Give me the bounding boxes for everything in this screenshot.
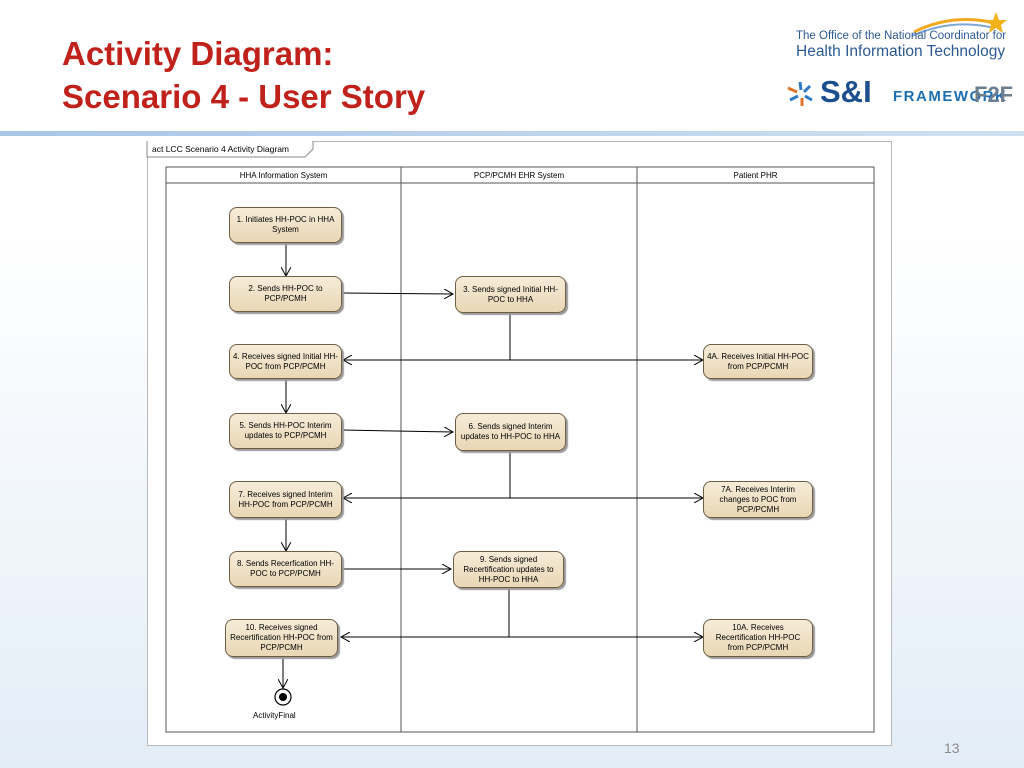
activity-node-9: 9. Sends signed Recertification updates …: [453, 551, 564, 588]
activity-node-7: 7. Receives signed Interim HH-POC from P…: [229, 481, 342, 518]
activity-node-4a: 4A. Receives Initial HH-POC from PCP/PCM…: [703, 344, 813, 379]
activity-node-6: 6. Sends signed Interim updates to HH-PO…: [455, 413, 566, 451]
activity-final-label: ActivityFinal: [253, 711, 296, 720]
activity-node-10a: 10A. Receives Recertification HH-POC fro…: [703, 619, 813, 657]
onc-logo-line2: Health Information Technology: [796, 43, 1006, 60]
lane-header-phr: Patient PHR: [733, 171, 778, 180]
frame-label: act LCC Scenario 4 Activity Diagram: [152, 144, 289, 154]
activity-node-3: 3. Sends signed Initial HH-POC to HHA: [455, 276, 566, 313]
slide-title-line1: Activity Diagram:: [62, 35, 334, 72]
si-framework-logo: S&I FRAMEWORK F2F: [784, 74, 1020, 114]
frame-tab: [146, 141, 314, 158]
flow-2-to-3: [341, 293, 453, 294]
activity-node-10: 10. Receives signed Recertification HH-P…: [225, 619, 338, 657]
onc-logo: The Office of the National Coordinator f…: [794, 10, 1014, 66]
framework-logo-text: FRAMEWORK: [893, 88, 1008, 105]
page-number: 13: [944, 740, 960, 756]
title-divider: [0, 131, 1024, 136]
activity-node-2: 2. Sends HH-POC to PCP/PCMH: [229, 276, 342, 312]
flow-5-to-6: [341, 430, 453, 432]
lane-header-hha: HHA Information System: [239, 171, 328, 180]
si-logo-text: S&I: [820, 74, 872, 109]
lane-header-pcp: PCP/PCMH EHR System: [473, 171, 565, 180]
activity-node-8: 8. Sends Recerfication HH-POC to PCP/PCM…: [229, 551, 342, 587]
activity-node-5: 5. Sends HH-POC Interim updates to PCP/P…: [229, 413, 342, 449]
slide-title: Activity Diagram: Scenario 4 - User Stor…: [62, 32, 425, 118]
swimlane-grid: [165, 166, 875, 733]
arrows-burst-icon: [787, 81, 813, 106]
slide-title-line2: Scenario 4 - User Story: [62, 78, 426, 115]
activity-node-7a: 7A. Receives Interim changes to POC from…: [703, 481, 813, 518]
activity-node-4: 4. Receives signed Initial HH-POC from P…: [229, 344, 342, 379]
activity-node-1: 1. Initiates HH-POC in HHA System: [229, 207, 342, 243]
f2f-logo-text: F2F: [974, 82, 1014, 107]
swoosh-star-icon: [911, 12, 1007, 37]
activity-final-node: [274, 688, 292, 706]
onc-logo-line1: The Office of the National Coordinator f…: [796, 30, 1007, 42]
